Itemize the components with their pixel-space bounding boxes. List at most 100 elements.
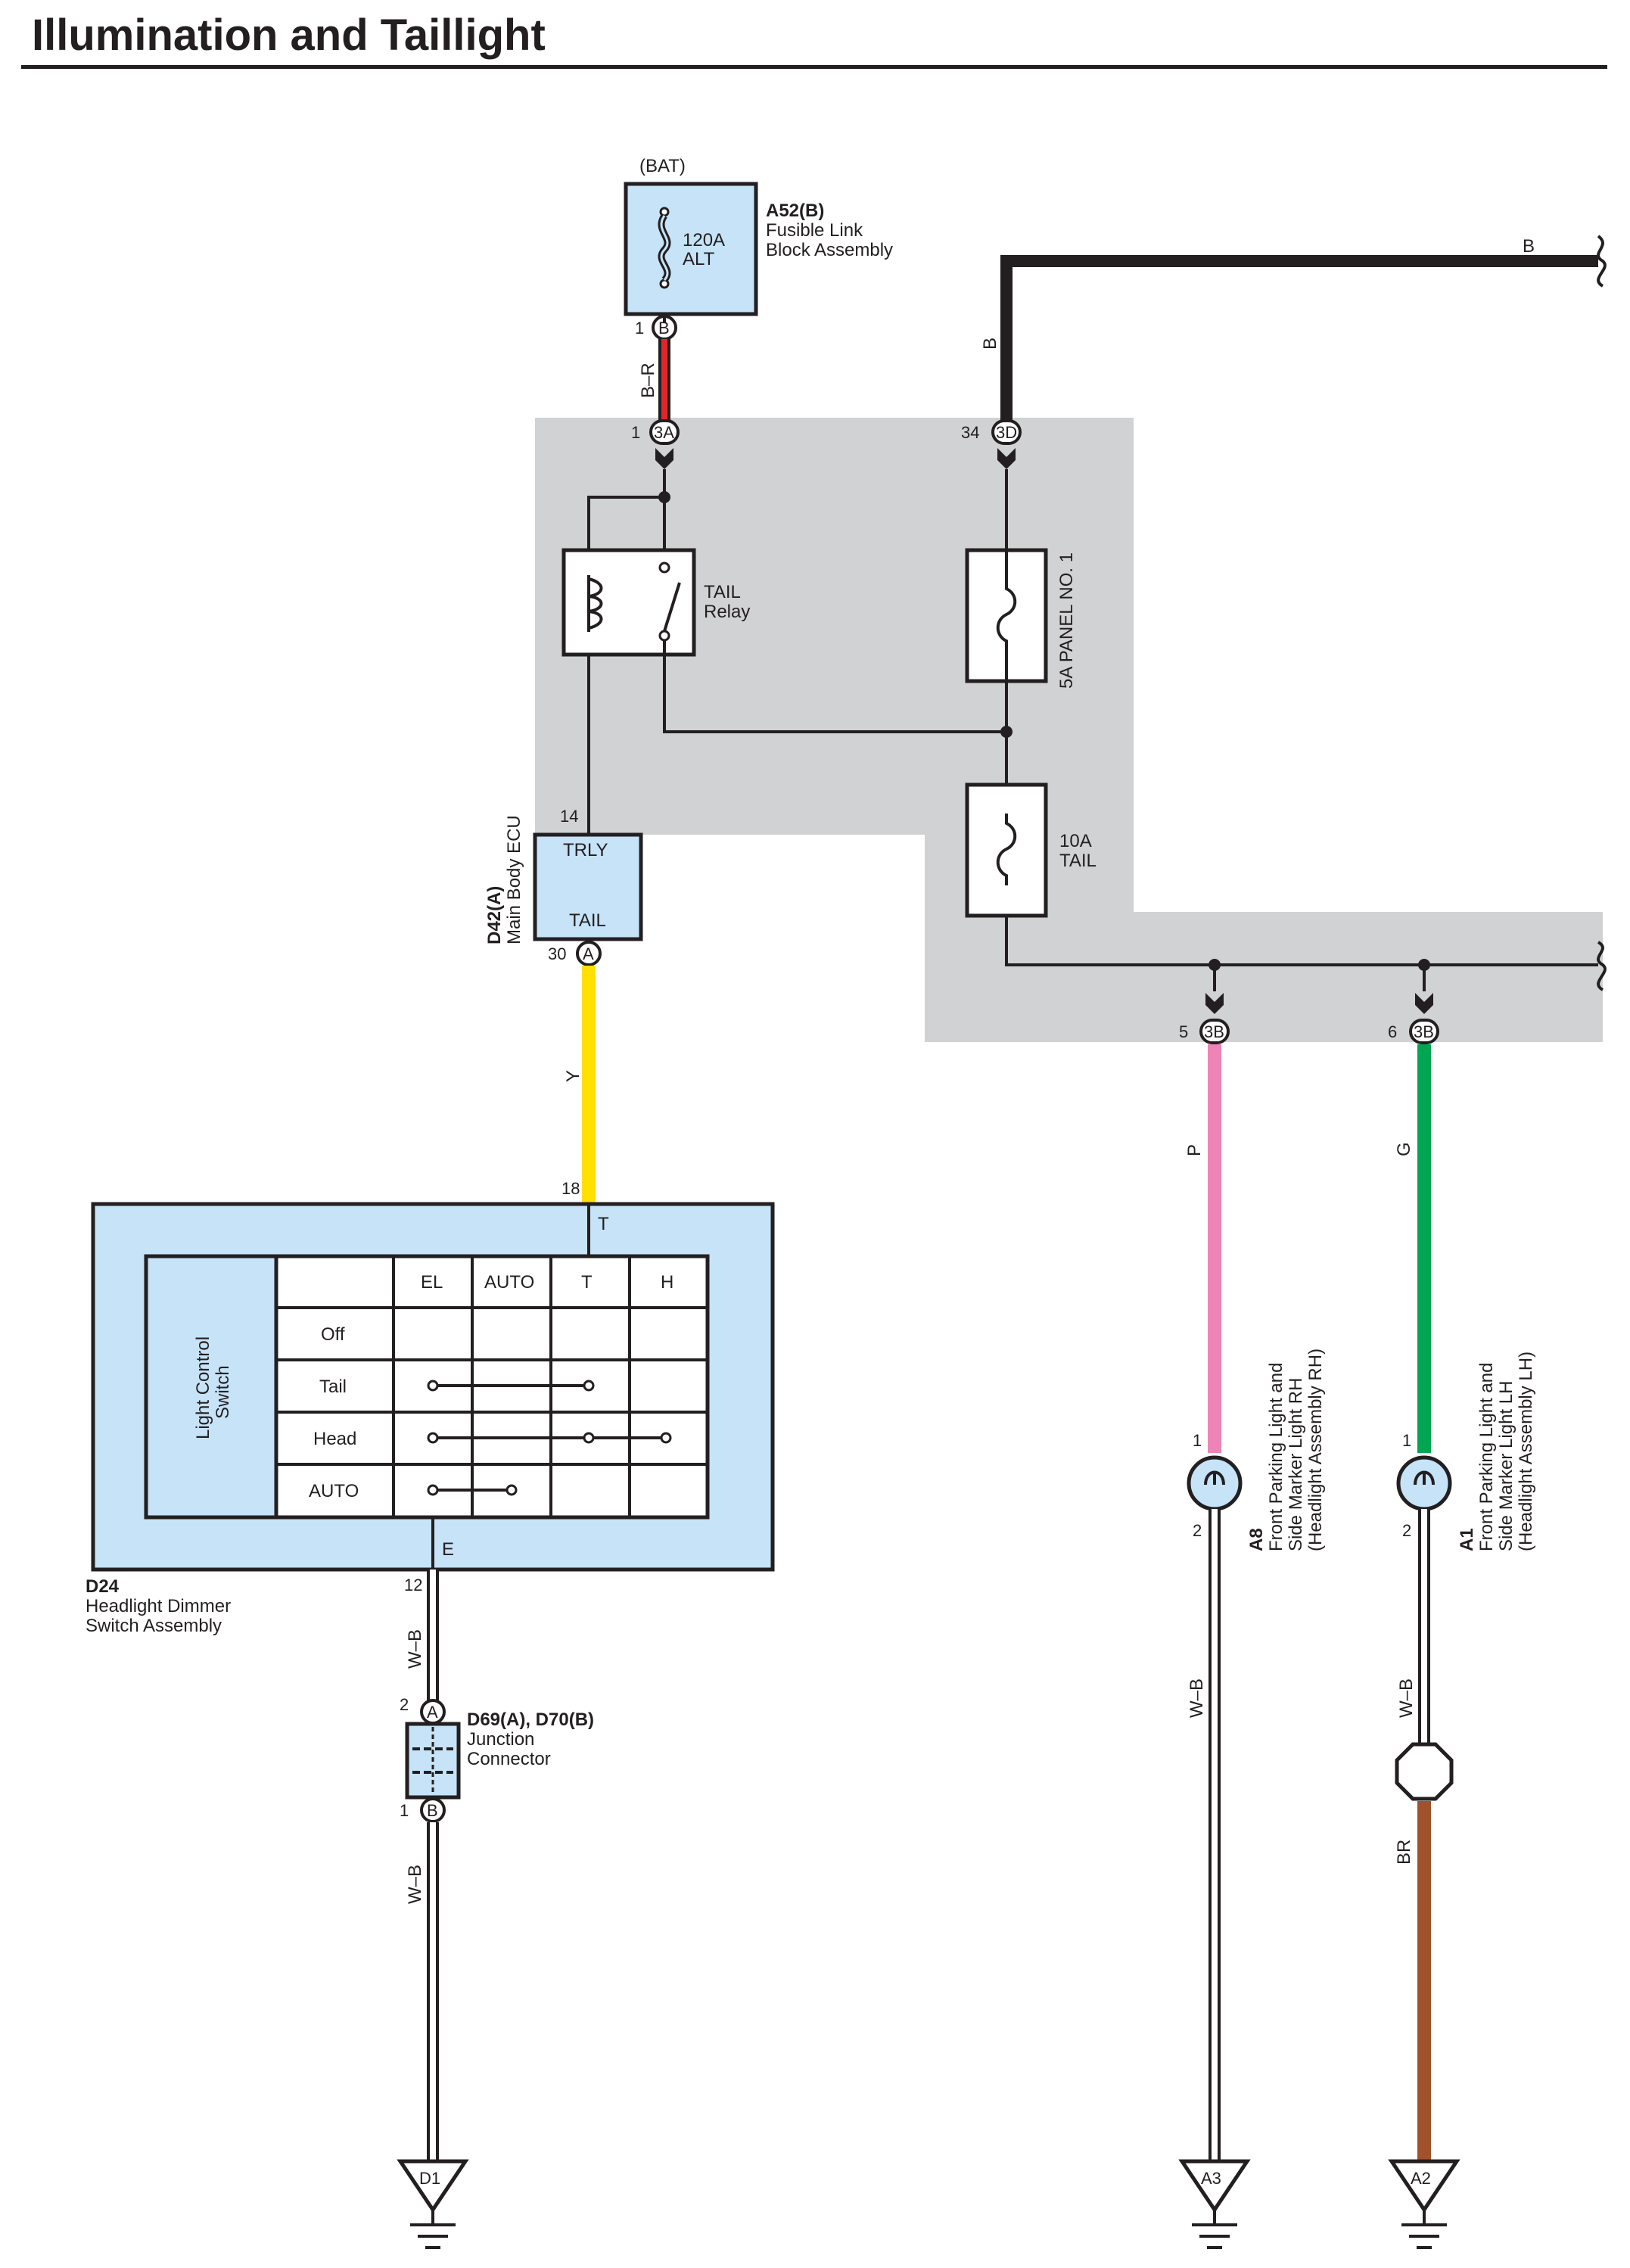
- row-head: Head: [313, 1429, 356, 1449]
- jc-name-1: Junction: [467, 1729, 534, 1750]
- pin-3d-marker: [991, 419, 1022, 445]
- ecu-pin-a-marker: [576, 941, 602, 966]
- dimmer-pin-e-number: 12: [404, 1576, 422, 1594]
- lamp-rh-pin-1: 1: [1193, 1431, 1202, 1450]
- fusible-link-name-1: Fusible Link: [766, 220, 863, 241]
- pin-3b-lh-number: 6: [1388, 1022, 1397, 1041]
- pin-3d-label: 3D: [996, 423, 1017, 442]
- jc-id: D69(A), D70(B): [467, 1710, 594, 1730]
- wire-wb-4-label: W–B: [1396, 1678, 1417, 1718]
- row-auto: AUTO: [309, 1481, 359, 1501]
- splice-connector-icon: [1395, 1742, 1454, 1801]
- ecu-name: Main Body ECU: [504, 815, 524, 944]
- ecu-top-label: TRLY: [563, 840, 608, 860]
- relay-label-2: Relay: [704, 602, 750, 622]
- main-body-ecu: 14 TRLY TAIL D42(A) Main Body ECU: [484, 807, 643, 944]
- fuse-tail-name: TAIL: [1059, 851, 1097, 871]
- lamp-rh-id: A8: [1246, 1528, 1267, 1551]
- lamp-lh: 1 2 A1 Front Parking Light and Side Mark…: [1396, 1352, 1536, 1551]
- col-h: H: [661, 1272, 673, 1293]
- pin-3b-rh-label: 3B: [1204, 1022, 1224, 1041]
- ground-d1-label: D1: [419, 2169, 440, 2188]
- ground-d1-icon: D1: [397, 2159, 469, 2249]
- junction-block-panel: [535, 418, 1603, 1042]
- pin-b-number: 1: [635, 319, 644, 338]
- pin-3a-label: 3A: [654, 423, 674, 442]
- dimmer-pin-t-number: 18: [561, 1179, 580, 1198]
- ground-a2-label: A2: [1411, 2169, 1431, 2188]
- lamp-rh-pin-2: 2: [1193, 1521, 1202, 1540]
- pin-3b-lh-label: 3B: [1414, 1022, 1434, 1041]
- ecu-box: [533, 832, 643, 941]
- pin-3d-arrow: [997, 448, 1016, 469]
- jc-pin-a-letter: A: [427, 1703, 438, 1722]
- jc-pin-a-number: 2: [400, 1695, 409, 1714]
- lamp-rh-name-3: (Headlight Assembly RH): [1305, 1349, 1326, 1551]
- fusible-link-box: [624, 182, 758, 316]
- fusible-link-name-2: Block Assembly: [766, 240, 893, 260]
- panel-junction-dot: [1000, 726, 1013, 738]
- row-tail: Tail: [319, 1377, 347, 1397]
- wire-p-label: P: [1184, 1144, 1205, 1156]
- wire-br-brown: [1417, 1801, 1431, 2161]
- headlight-dimmer-switch: 18 T Light Control Switch EL AUTO T H Of…: [86, 1179, 775, 1636]
- switch-label-2: Switch: [213, 1365, 233, 1419]
- lamp-lh-name-3: (Headlight Assembly LH): [1516, 1352, 1536, 1551]
- dimmer-pin-e: E: [442, 1539, 454, 1560]
- wire-break-icon: [1597, 235, 1607, 288]
- wire-g-label: G: [1394, 1142, 1414, 1156]
- diagram-title: Illumination and Taillight: [32, 11, 546, 60]
- wire-p: [1208, 1044, 1221, 1453]
- wire-g: [1417, 1044, 1431, 1453]
- relay-label-1: TAIL: [704, 582, 741, 602]
- ecu-bottom-label: TAIL: [569, 910, 606, 931]
- fuse-panel-label: 5A PANEL NO. 1: [1056, 552, 1077, 689]
- pin-3b-lh-marker: [1409, 1019, 1439, 1044]
- pin-b-letter: B: [658, 319, 670, 338]
- tail-relay: TAIL Relay: [561, 548, 750, 657]
- bat-label: (BAT): [639, 156, 686, 176]
- pin-3b-lh-arrow: [1415, 993, 1433, 1014]
- title-underline: [21, 65, 1607, 69]
- dimmer-name-1: Headlight Dimmer: [86, 1596, 231, 1616]
- wire-wb-2-label: W–B: [405, 1865, 425, 1904]
- ground-a3-icon: A3: [1178, 2159, 1251, 2249]
- lamp-rh-name-1: Front Parking Light and: [1266, 1363, 1286, 1551]
- fuse-rating: 120A: [683, 230, 725, 250]
- lamp-lh-pin-2: 2: [1402, 1521, 1411, 1540]
- switch-label-1: Light Control: [193, 1336, 213, 1439]
- wire-br-brown-label: BR: [1394, 1840, 1414, 1865]
- ground-a2-icon: A2: [1388, 2159, 1460, 2249]
- row-off: Off: [321, 1324, 345, 1345]
- fusible-link-id: A52(B): [766, 201, 824, 221]
- relay-switch-icon: [663, 582, 681, 632]
- wire-wb-3-label: W–B: [1187, 1678, 1207, 1718]
- jc-pin-b-letter: B: [427, 1801, 438, 1820]
- fuse-name: ALT: [683, 249, 715, 269]
- relay-coil-icon: [588, 577, 603, 630]
- pin-3b-rh-marker: [1199, 1019, 1230, 1044]
- col-el: EL: [421, 1272, 443, 1293]
- ecu-id: D42(A): [484, 886, 505, 944]
- wire-y-label: Y: [563, 1070, 583, 1082]
- ecu-top-pin: 14: [560, 807, 578, 826]
- ecu-pin-number: 30: [548, 944, 566, 963]
- wire-b-vert-label: B: [980, 338, 1000, 350]
- lamp-lh-pin-1: 1: [1402, 1431, 1411, 1450]
- pin-3a-marker: [649, 419, 680, 445]
- fuse-tail-rating: 10A: [1059, 831, 1092, 851]
- bus-break-icon: [1597, 941, 1607, 991]
- ground-a3-label: A3: [1201, 2169, 1221, 2188]
- jc-pin-b-marker: [420, 1797, 446, 1823]
- lamp-rh-name-2: Side Marker Light RH: [1286, 1378, 1306, 1551]
- jc-pin-b-number: 1: [400, 1801, 409, 1820]
- pin-3a-arrow: [655, 448, 673, 469]
- lamp-lh-name-1: Front Parking Light and: [1476, 1363, 1497, 1551]
- ecu-pin-a-letter: A: [583, 944, 594, 963]
- wire-wb-1-label: W–B: [405, 1629, 425, 1669]
- fuse-tail-icon: [996, 814, 1017, 885]
- dimmer-pin-t: T: [598, 1214, 609, 1234]
- wire-b-horiz-label: B: [1523, 236, 1535, 257]
- pin-3d-number: 34: [961, 423, 979, 442]
